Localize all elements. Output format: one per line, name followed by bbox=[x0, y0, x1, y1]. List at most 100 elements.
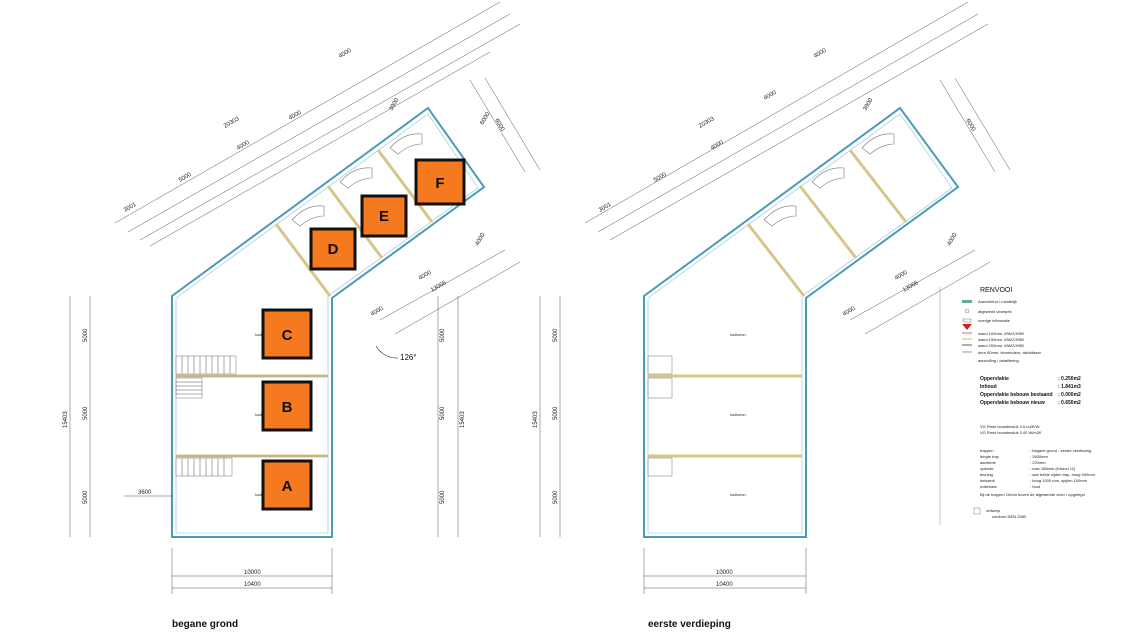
plan-eerste-verdieping: 20303 3001 5000 4000 4000 4000 3900 6000… bbox=[533, 1, 1011, 630]
stair-unit-a bbox=[175, 457, 233, 477]
unit-label-e[interactable]: E bbox=[360, 194, 408, 238]
dim-left-seg-1-2: 5000 bbox=[553, 328, 559, 342]
unit-label-d[interactable]: D bbox=[309, 227, 357, 271]
unit-label-b[interactable]: B bbox=[261, 380, 313, 432]
dim-top-total: 20303 bbox=[223, 116, 241, 130]
party-walls-wing-2 bbox=[746, 149, 908, 297]
dim-top-seg-4: 4000 bbox=[288, 110, 303, 122]
dim-top-seg-3-2: 4000 bbox=[710, 140, 725, 152]
dim-diag-b-2: 4000 bbox=[894, 270, 909, 282]
plan-begane-grond: 20303 3001 5000 4000 4000 4000 3900 6000… bbox=[63, 1, 541, 630]
stamp-line-2: conform NEN 2580 bbox=[992, 514, 1027, 519]
dim-right-top-2: 3900 bbox=[863, 97, 875, 112]
dim-right-seg-3: 5000 bbox=[440, 490, 446, 504]
dim-diag-b: 4000 bbox=[418, 270, 433, 282]
dim-top-seg-2-2: 5000 bbox=[653, 172, 668, 184]
spec-label-7: materiaal bbox=[980, 484, 997, 489]
dim-right-seg-1: 5000 bbox=[440, 328, 446, 342]
spec-label-3: aantrede bbox=[980, 460, 997, 465]
note-1: VG Rmin bouwbesluit 3.5 m2K/W bbox=[980, 424, 1040, 429]
area-value-4: : 0.650m2 bbox=[1058, 400, 1081, 406]
right-dimension-chain-2: 6000 4000 4000 13066 4000 bbox=[842, 77, 1011, 335]
legend-item-5: wand 150mm, MWG/HSB bbox=[978, 337, 1024, 342]
left-dimension-chain-2: 15403 5000 5000 5000 bbox=[533, 296, 561, 537]
legend-swatch-3 bbox=[962, 318, 972, 323]
spec-label-2: lengte trap bbox=[980, 454, 1000, 459]
spec-value-3: : 220mm bbox=[1030, 460, 1046, 465]
svg-text:D: D bbox=[328, 241, 339, 258]
legend-item-8: aanvulling / detaillering bbox=[978, 358, 1019, 363]
legend-heading: RENVOOI bbox=[980, 287, 1012, 294]
stair-unit-b bbox=[175, 377, 203, 399]
spec-label-6: hekwerk bbox=[980, 478, 995, 483]
legend-item-4: wand 100mm, MWG/HSB bbox=[978, 331, 1024, 336]
dim-top-seg-1-2: 3001 bbox=[598, 202, 613, 214]
spec-value-5: : aan beide zijden trap, hoog 900mm bbox=[1030, 472, 1096, 477]
spec-value-4: : max 188mm (inhoud 11) bbox=[1030, 466, 1076, 471]
spec-footnote: Bij de trappen 10mm boven de afgewerkte … bbox=[980, 492, 1085, 497]
unit-label-f[interactable]: F bbox=[414, 158, 466, 206]
area-value-3: : 0.000m2 bbox=[1058, 392, 1081, 398]
dim-top-seg-1: 3001 bbox=[123, 202, 138, 214]
legend-item-6: wand 200mm, MWG/HSB bbox=[978, 343, 1024, 348]
room-note-b-2: badkamer bbox=[730, 413, 747, 417]
legend-stamp: ontwerp conform NEN 2580 bbox=[973, 507, 1027, 519]
plan-title-first: eerste verdieping bbox=[648, 619, 731, 630]
building-inner-outline bbox=[175, 113, 479, 534]
top-dimension-chain: 20303 3001 5000 4000 4000 4000 3900 bbox=[114, 1, 521, 247]
legend-item-2: afgewerkt vloerpeil bbox=[978, 309, 1011, 314]
dim-diag-a: 4000 bbox=[475, 232, 487, 247]
right-vertical-dimension-chain: 5000 5000 5000 15403 bbox=[437, 296, 466, 537]
dim-top-seg-4-2: 4000 bbox=[763, 90, 778, 102]
dim-top-seg-2: 5000 bbox=[178, 172, 193, 184]
unit-label-c[interactable]: C bbox=[261, 308, 313, 360]
dim-diag-total: 13066 bbox=[430, 280, 448, 294]
svg-text:C: C bbox=[282, 327, 293, 344]
legend-swatch-1 bbox=[962, 300, 972, 303]
dim-left-seg-2-2: 5000 bbox=[553, 406, 559, 420]
party-walls-wing bbox=[274, 149, 434, 297]
room-note-c-2: badkamer bbox=[730, 333, 747, 337]
legend-swatch-4 bbox=[962, 324, 972, 330]
bottom-dimension-chain-2: 10000 10400 bbox=[643, 548, 807, 594]
stairs-wing bbox=[291, 133, 423, 227]
dim-top-seg-5: 4000 bbox=[338, 48, 353, 60]
bottom-dimension-chain: 10000 10400 bbox=[171, 548, 333, 594]
dim-left-seg-3: 5000 bbox=[83, 490, 89, 504]
room-note-a-2: badkamer bbox=[730, 493, 747, 497]
area-value-1: : 0.250m2 bbox=[1058, 376, 1081, 382]
spec-value-2: : 2600mm bbox=[1030, 454, 1048, 459]
legend-specs: trappen : begane grond - eerste verdiepi… bbox=[980, 448, 1096, 497]
dim-diag-c-2: 4000 bbox=[842, 306, 857, 318]
spec-label-5: leuning bbox=[980, 472, 993, 477]
dim-bottom-outer: 10400 bbox=[244, 582, 261, 588]
dim-diag-a-2: 4000 bbox=[947, 232, 959, 247]
dim-right-total: 15403 bbox=[460, 411, 466, 428]
party-walls-main-2 bbox=[648, 374, 802, 458]
dim-top-total-2: 20303 bbox=[698, 116, 716, 130]
svg-text:A: A bbox=[282, 478, 293, 495]
area-value-2: : 1.841m3 bbox=[1058, 384, 1081, 390]
legend-areas: Oppervlakte : 0.250m2 Inhoud : 1.841m3 O… bbox=[980, 376, 1081, 406]
spec-value-6: : hoog 1000 mm, spijlen 100mm bbox=[1030, 478, 1088, 483]
stamp-line-1: ontwerp bbox=[986, 508, 1001, 513]
area-label-2: Inhoud bbox=[980, 384, 997, 390]
dim-left-total: 15403 bbox=[63, 411, 69, 428]
legend-renvooi: RENVOOI Aanvullend / ruimtelijk afgewerk… bbox=[939, 287, 1096, 525]
dim-offset: 3600 bbox=[138, 490, 152, 496]
building-outline-first bbox=[643, 106, 960, 538]
building-outline-ground bbox=[171, 106, 486, 538]
svg-text:E: E bbox=[379, 208, 389, 225]
dim-bottom-inner-2: 10000 bbox=[716, 570, 733, 576]
party-walls-main bbox=[176, 374, 328, 458]
dim-bottom-inner: 10000 bbox=[244, 570, 261, 576]
spec-label-4: optrede bbox=[980, 466, 994, 471]
area-label-3: Oppervlakte bebouw bestaand bbox=[980, 392, 1053, 398]
area-label-1: Oppervlakte bbox=[980, 376, 1009, 382]
stamp-icon bbox=[973, 507, 981, 515]
unit-label-a[interactable]: A bbox=[261, 459, 313, 511]
dim-diag-c: 4000 bbox=[370, 306, 385, 318]
dim-right-end: 6000 bbox=[493, 118, 505, 133]
stairs-first bbox=[647, 133, 895, 477]
